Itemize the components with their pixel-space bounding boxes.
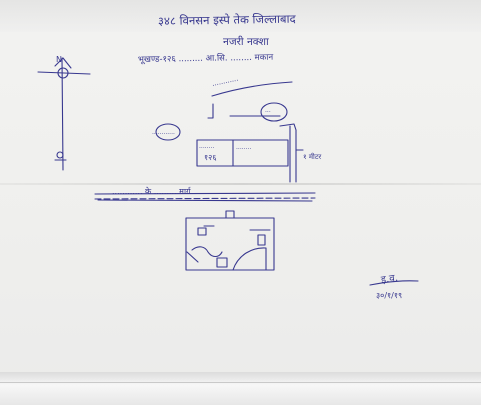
bottom-paper-edge — [0, 372, 481, 405]
north-label: N — [56, 55, 62, 64]
paper-crease — [0, 183, 481, 185]
paper-fold-shadow — [0, 0, 481, 32]
header-line-2: नजरी नक्शा — [223, 36, 269, 48]
side-note: १ मीटर — [303, 153, 322, 161]
floor-plan — [185, 210, 275, 271]
road-label: ............ के ......... मार्ग — [112, 187, 191, 196]
house-sketch — [155, 81, 304, 183]
compass-icon — [37, 57, 91, 171]
plot-number: १२६ — [204, 153, 217, 162]
signature-line-2: ३०/१/१९ — [376, 291, 403, 300]
circle-right-text: ... — [265, 107, 271, 114]
circle-left-text: ............ — [152, 129, 175, 136]
box-left-label: ........ — [199, 143, 215, 150]
box-right-label: ........ — [236, 144, 252, 151]
signature-stroke — [369, 280, 419, 286]
road-lines — [94, 192, 316, 202]
bottom-edge-line — [0, 382, 481, 383]
